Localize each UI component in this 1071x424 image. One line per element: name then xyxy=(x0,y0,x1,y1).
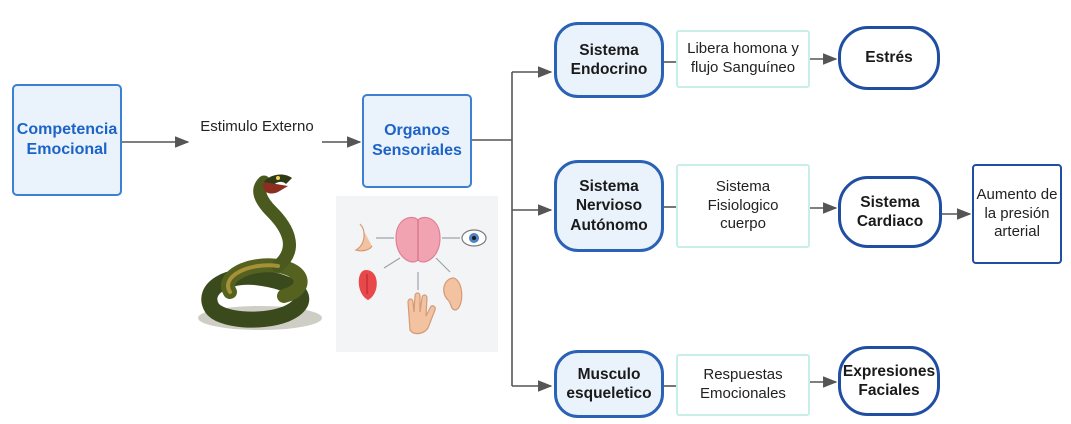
sistema-fisiologico-node: Sistema Fisiologico cuerpo xyxy=(676,164,810,248)
respuestas-emocionales-node: Respuestas Emocionales xyxy=(676,354,810,416)
sistema-endocrino-node: Sistema Endocrino xyxy=(554,22,664,98)
sistema-cardiaco-node: Sistema Cardiaco xyxy=(838,176,942,248)
sistema-nervioso-node: Sistema Nervioso Autónomo xyxy=(554,160,664,252)
estimulo-externo-label: Estimulo Externo xyxy=(200,117,314,135)
expresiones-faciales-node: Expresiones Faciales xyxy=(838,346,940,416)
competencia-emocional-node: Competencia Emocional xyxy=(12,84,122,196)
aumento-presion-node: Aumento de la presión arterial xyxy=(972,164,1062,264)
snake-icon xyxy=(198,174,322,330)
musculo-esqueletico-node: Musculo esqueletico xyxy=(554,350,664,418)
sensory-organs-icon xyxy=(354,216,487,335)
libera-hormona-node: Libera homona y flujo Sanguíneo xyxy=(676,30,810,88)
organos-sensoriales-node: Organos Sensoriales xyxy=(362,94,472,188)
estres-node: Estrés xyxy=(838,26,940,90)
